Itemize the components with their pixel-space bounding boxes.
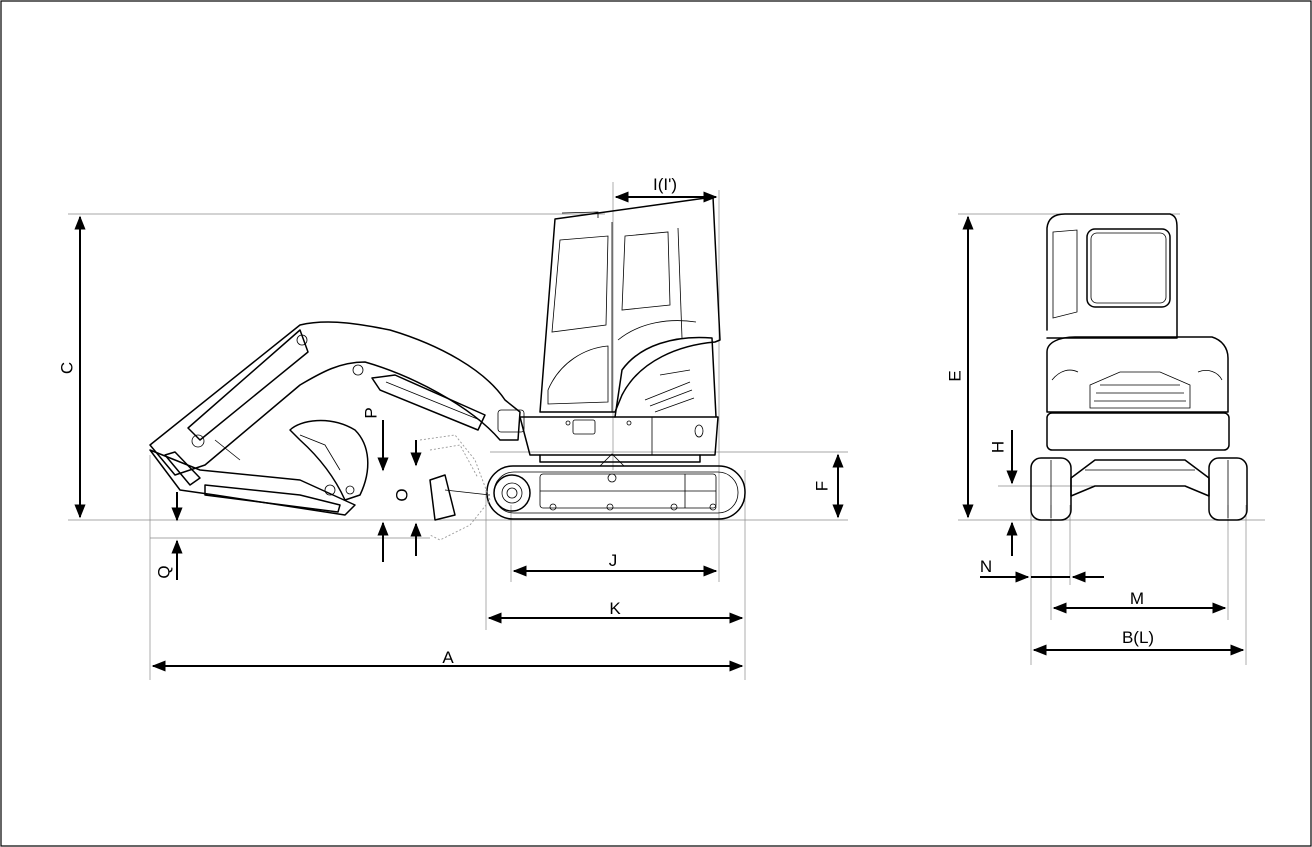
label-q: Q: [154, 565, 173, 578]
label-p: P: [361, 407, 380, 418]
label-b-l: B(L): [1122, 628, 1154, 647]
front-view-excavator: [958, 213, 1265, 665]
side-cab: [539, 196, 721, 413]
side-boom: [149, 321, 525, 476]
label-o: O: [392, 488, 411, 501]
label-j: J: [609, 551, 618, 570]
label-a: A: [442, 648, 454, 667]
label-m: M: [1130, 589, 1144, 608]
side-dozer-blade: [419, 434, 491, 541]
side-bucket: [289, 419, 369, 501]
side-view-excavator: [68, 182, 848, 680]
label-e: E: [945, 370, 964, 381]
dimension-labels: C A K J I(I') F P O Q E H N M B(L): [57, 175, 1154, 667]
side-upper-body: [519, 336, 719, 463]
side-track: [486, 453, 746, 520]
label-h: H: [988, 441, 1007, 453]
label-n: N: [980, 557, 992, 576]
front-cab: [1046, 213, 1178, 339]
front-undercarriage: [1030, 457, 1248, 521]
label-f: F: [812, 481, 831, 491]
front-body: [1046, 336, 1230, 451]
side-arm: [149, 439, 356, 516]
label-c: C: [57, 362, 76, 374]
label-k: K: [609, 599, 621, 618]
label-i: I(I'): [653, 175, 677, 194]
